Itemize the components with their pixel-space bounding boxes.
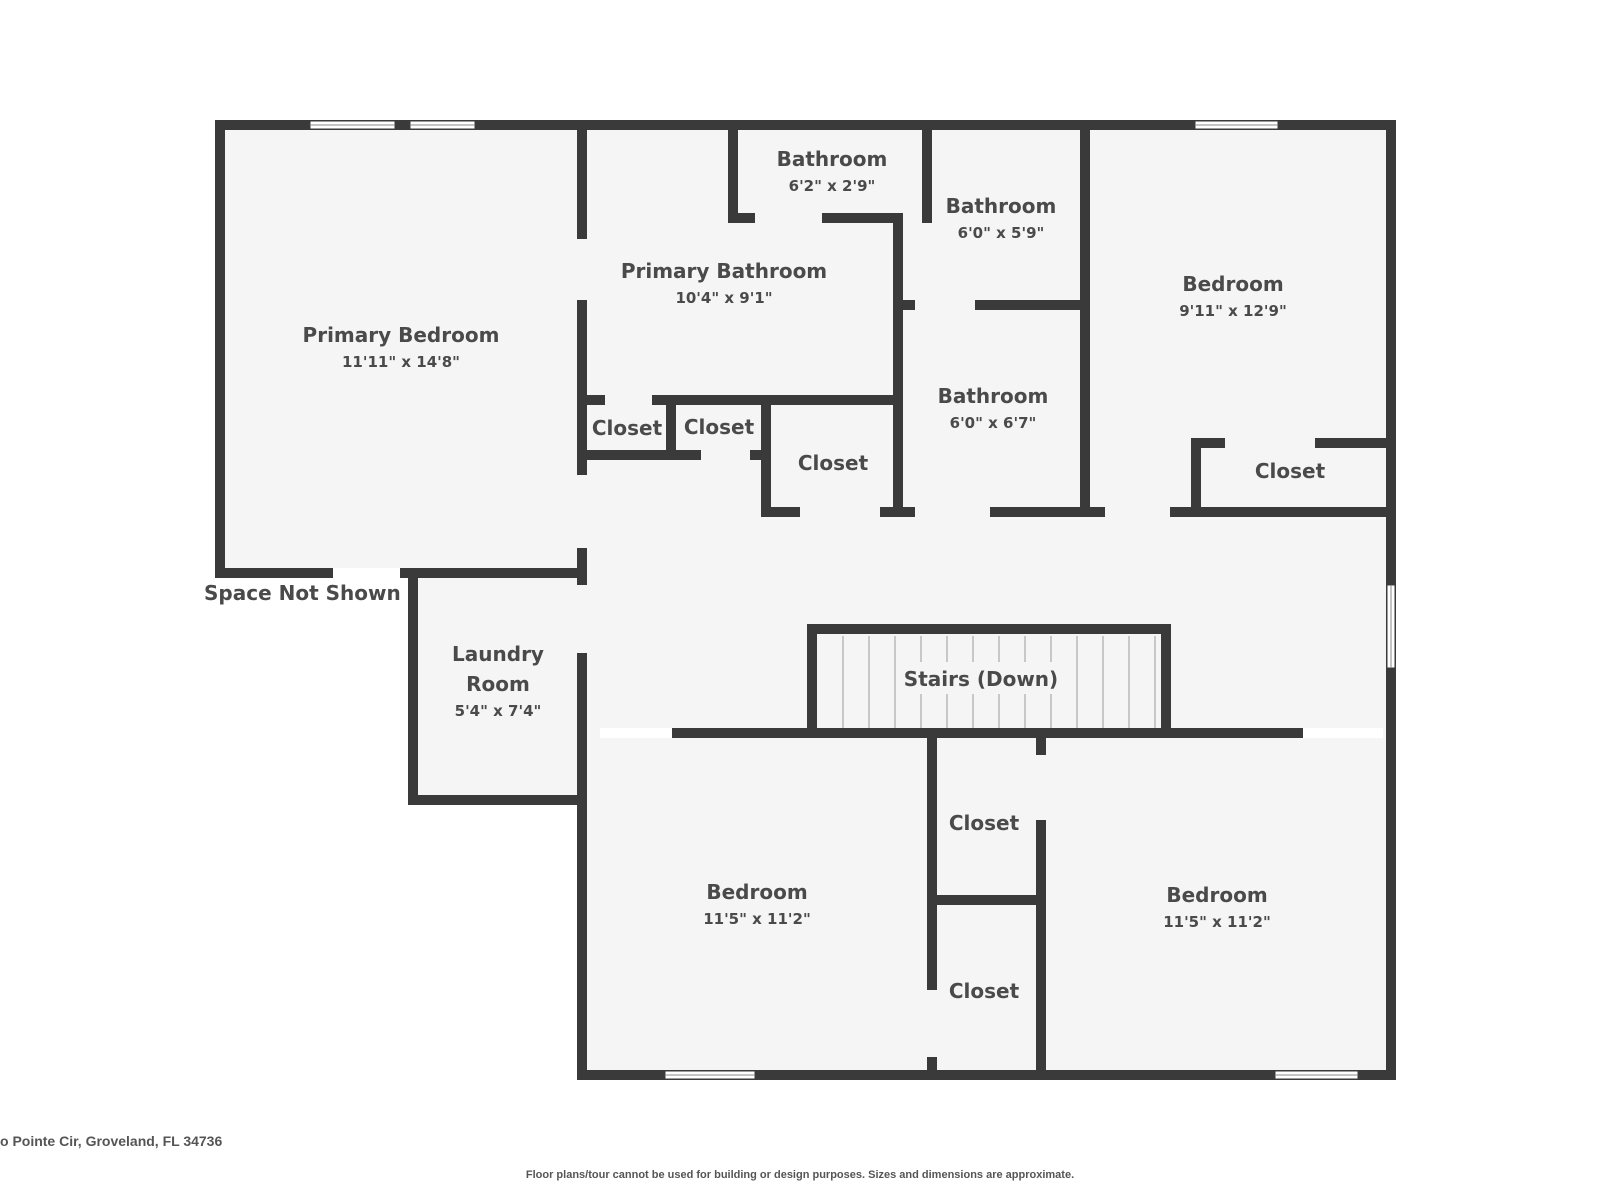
property-address: o Pointe Cir, Groveland, FL 34736 bbox=[0, 1133, 223, 1149]
space-not-shown-label: Space Not Shown bbox=[204, 581, 401, 605]
room-dims-bathroom-c: 6'0" x 6'7" bbox=[950, 414, 1037, 432]
room-name-bedroom-se: Bedroom bbox=[1166, 883, 1267, 907]
room-name-bathroom-c: Bathroom bbox=[938, 384, 1049, 408]
room-dims-primary-bedroom: 11'11" x 14'8" bbox=[342, 353, 460, 371]
room-name-bathroom-b: Bathroom bbox=[946, 194, 1057, 218]
room-name-laundry: Laundry bbox=[452, 642, 544, 666]
room-dims-bedroom-sw: 11'5" x 11'2" bbox=[703, 910, 811, 928]
room-labels: Primary Bedroom 11'11" x 14'8" Primary B… bbox=[204, 147, 1326, 1003]
room-dims-primary-bathroom: 10'4" x 9'1" bbox=[675, 289, 772, 307]
room-name-bedroom-ne: Bedroom bbox=[1182, 272, 1283, 296]
room-name-closet-2: Closet bbox=[684, 415, 755, 439]
room-name-bathroom-a: Bathroom bbox=[777, 147, 888, 171]
room-dims-bedroom-ne: 9'11" x 12'9" bbox=[1179, 302, 1287, 320]
room-dims-bathroom-b: 6'0" x 5'9" bbox=[958, 224, 1045, 242]
room-name-closet-5: Closet bbox=[949, 811, 1020, 835]
room-dims-laundry: 5'4" x 7'4" bbox=[455, 702, 542, 720]
openings bbox=[309, 120, 1396, 1080]
disclaimer: Floor plans/tour cannot be used for buil… bbox=[525, 1169, 1075, 1181]
room-name-laundry-2: Room bbox=[466, 672, 530, 696]
room-name-closet-1: Closet bbox=[592, 416, 663, 440]
room-dims-bedroom-se: 11'5" x 11'2" bbox=[1163, 913, 1271, 931]
room-name-closet-4: Closet bbox=[1255, 459, 1326, 483]
room-name-primary-bathroom: Primary Bathroom bbox=[621, 259, 827, 283]
floor-fill bbox=[220, 129, 1387, 1077]
room-name-closet-3: Closet bbox=[798, 451, 869, 475]
room-name-closet-6: Closet bbox=[949, 979, 1020, 1003]
room-name-primary-bedroom: Primary Bedroom bbox=[303, 323, 500, 347]
walls bbox=[215, 120, 1396, 1080]
room-name-bedroom-sw: Bedroom bbox=[706, 880, 807, 904]
room-name-stairs: Stairs (Down) bbox=[904, 667, 1058, 691]
room-dims-bathroom-a: 6'2" x 2'9" bbox=[789, 177, 876, 195]
